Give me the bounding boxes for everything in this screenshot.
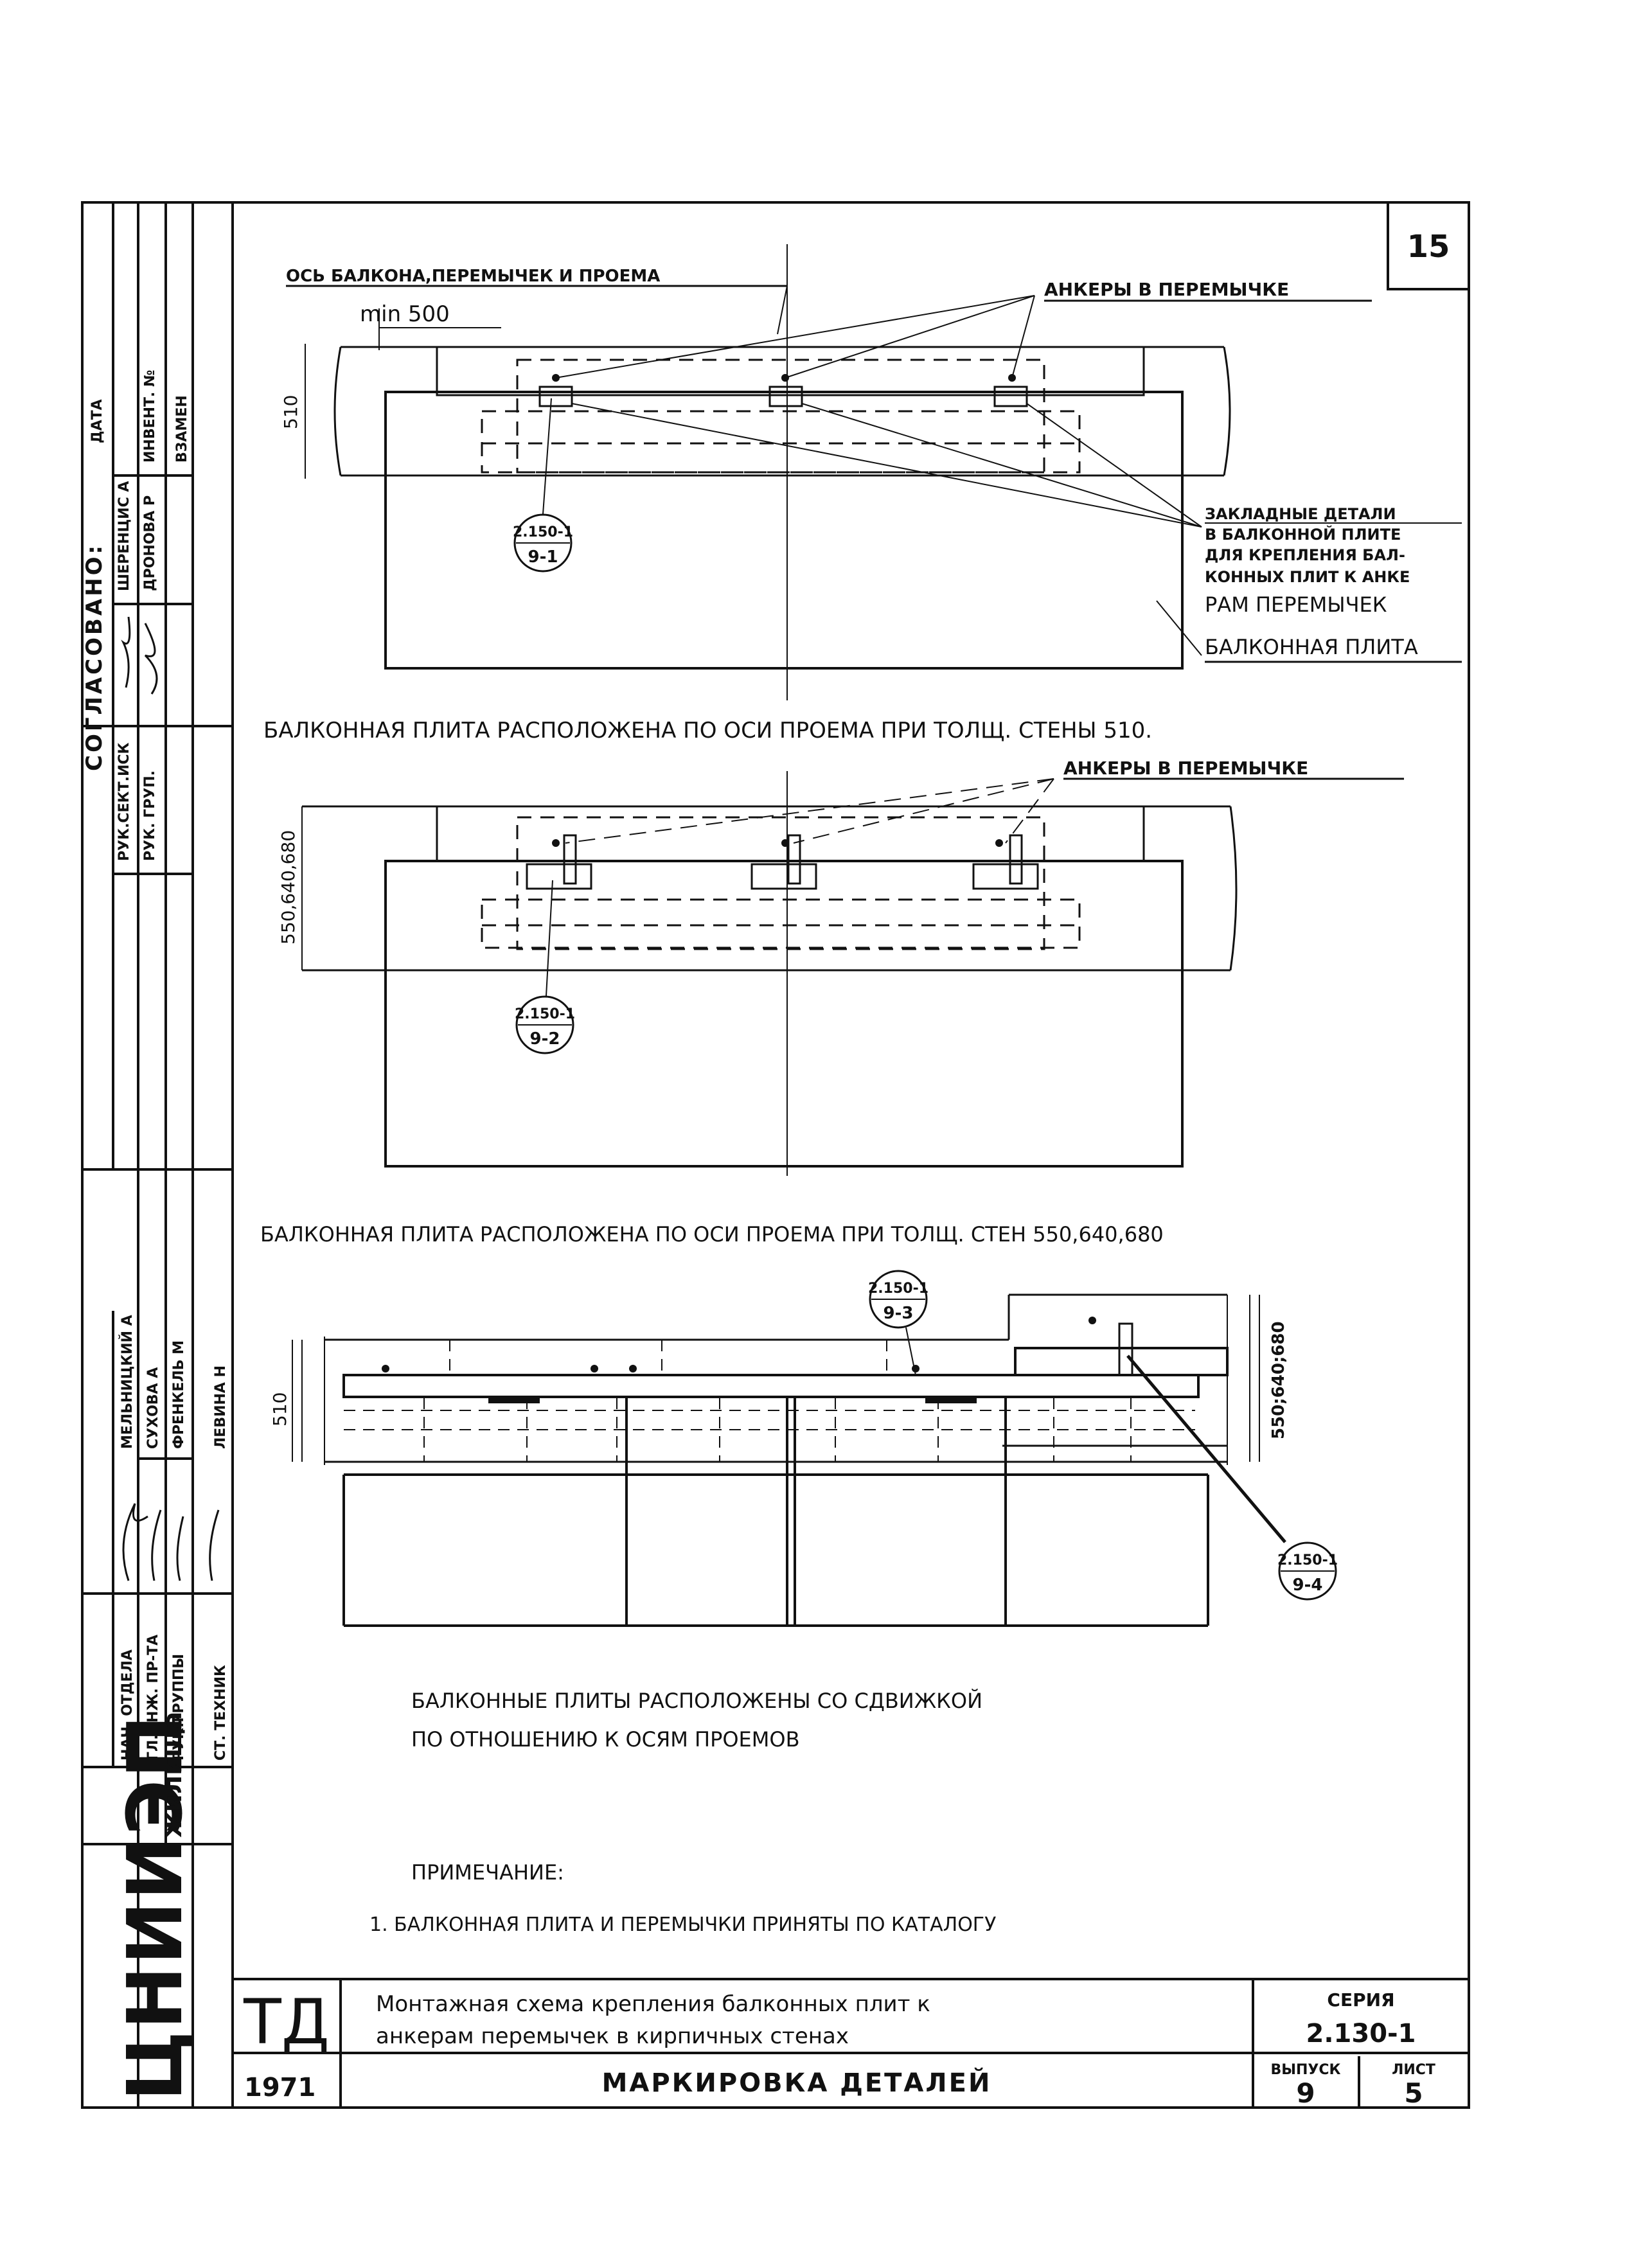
d1-caption: БАЛКОННАЯ ПЛИТА РАСПОЛОЖЕНА ПО ОСИ ПРОЕМ… bbox=[263, 718, 1152, 743]
sheet-frame bbox=[81, 201, 1470, 2109]
d1-embedded-1: ЗАКЛАДНЫЕ ДЕТАЛИ bbox=[1205, 505, 1396, 523]
signature-mark bbox=[121, 616, 158, 695]
d1-axis-label: ОСЬ БАЛКОНА,ПЕРЕМЫЧЕК И ПРОЕМА bbox=[286, 267, 660, 286]
subtitle: МАРКИРОВКА ДЕТАЛЕЙ bbox=[602, 2067, 992, 2098]
title-line-2: анкерам перемычек в кирпичных стенах bbox=[376, 2023, 849, 2049]
d2-mark-top: 2.150-1 bbox=[515, 1006, 575, 1022]
series-label: СЕРИЯ bbox=[1327, 1989, 1394, 2011]
approval-name-2: ДРОНОВА Р bbox=[142, 495, 158, 591]
d3-mark4-top: 2.150-1 bbox=[1277, 1552, 1338, 1568]
staff-block: НАЧ. ОТДЕЛА МЕЛЬНИЦКИЙ А ГЛ.ИНЖ. ПР-ТА С… bbox=[119, 1315, 229, 1761]
notes: ПРИМЕЧАНИЕ: 1. БАЛКОННАЯ ПЛИТА И ПЕРЕМЫЧ… bbox=[369, 1860, 996, 1936]
d1-mark-bottom: 9-1 bbox=[528, 547, 558, 567]
staff-role-1: НАЧ. ОТДЕЛА bbox=[120, 1649, 136, 1761]
d1-embedded-4: КОННЫХ ПЛИТ К АНКЕ bbox=[1205, 568, 1410, 586]
staff-name-3: ФРЕНКЕЛЬ М bbox=[171, 1340, 187, 1449]
d1-mark-top: 2.150-1 bbox=[513, 524, 573, 540]
staff-role-4: СТ. ТЕХНИК bbox=[213, 1665, 229, 1761]
d1-anchors-label: АНКЕРЫ В ПЕРЕМЫЧКЕ bbox=[1044, 279, 1289, 300]
org-main: ЦНИИЭП bbox=[111, 1714, 199, 2101]
diagram-1: ОСЬ БАЛКОНА,ПЕРЕМЫЧЕК И ПРОЕМА min 500 А… bbox=[263, 244, 1462, 743]
d1-embedded-5: РАМ ПЕРЕМЫЧЕК bbox=[1205, 592, 1387, 617]
sheet-value: 5 bbox=[1404, 2077, 1423, 2109]
d1-dim-left: 510 bbox=[280, 395, 301, 429]
staff-role-2: ГЛ.ИНЖ. ПР-ТА bbox=[145, 1635, 161, 1761]
notes-item-1: 1. БАЛКОННАЯ ПЛИТА И ПЕРЕМЫЧКИ ПРИНЯТЫ П… bbox=[369, 1914, 996, 1936]
notes-header: ПРИМЕЧАНИЕ: bbox=[411, 1860, 564, 1885]
d1-embedded-2: В БАЛКОННОЙ ПЛИТЕ bbox=[1205, 525, 1401, 544]
d3-mark3-bottom: 9-3 bbox=[884, 1304, 914, 1323]
staff-signatures bbox=[122, 1503, 220, 1581]
title-block: ТД 1971 Монтажная схема крепления балкон… bbox=[233, 1978, 1469, 2109]
diagram-2: АНКЕРЫ В ПЕРЕМЫЧКЕ 550,640,680 2 bbox=[260, 758, 1404, 1247]
sheet-year: 1971 bbox=[244, 2073, 315, 2102]
approval-role-2: РУК. ГРУП. bbox=[142, 770, 158, 861]
staff-name-2: СУХОВА А bbox=[145, 1367, 161, 1449]
d2-anchors-label: АНКЕРЫ В ПЕРЕМЫЧКЕ bbox=[1063, 758, 1308, 779]
staff-role-3: РУК.ГРУППЫ bbox=[171, 1654, 187, 1761]
d3-dim-left: 510 bbox=[269, 1392, 290, 1426]
d3-mark4-bottom: 9-4 bbox=[1293, 1576, 1323, 1595]
approval-name-1: ШЕРЕНЦИС А bbox=[116, 481, 132, 591]
d3-caption-2: ПО ОТНОШЕНИЮ К ОСЯМ ПРОЕМОВ bbox=[411, 1727, 800, 1752]
d1-embedded-3: ДЛЯ КРЕПЛЕНИЯ БАЛ- bbox=[1205, 546, 1405, 564]
series-value: 2.130-1 bbox=[1306, 2019, 1416, 2048]
org-sub: жилища bbox=[158, 1712, 188, 1838]
d2-caption: БАЛКОННАЯ ПЛИТА РАСПОЛОЖЕНА ПО ОСИ ПРОЕМ… bbox=[260, 1222, 1164, 1247]
approval-exchange-label: ВЗАМЕН bbox=[174, 395, 190, 463]
approval-block: СОГЛАСОВАНО: ДАТА РУК.СЕКТ.ИСК ШЕРЕНЦИС … bbox=[82, 369, 190, 861]
d3-dim-right: 550;640;680 bbox=[1269, 1321, 1288, 1439]
approval-date-label: ДАТА bbox=[89, 399, 105, 443]
d1-min-dim: min 500 bbox=[360, 301, 450, 327]
approval-role-1: РУК.СЕКТ.ИСК bbox=[116, 742, 132, 861]
sheet-number: 15 bbox=[1407, 229, 1450, 265]
staff-name-4: ЛЕВИНА Н bbox=[213, 1365, 229, 1449]
d3-mark3-top: 2.150-1 bbox=[868, 1281, 928, 1297]
org-block: ЦНИИЭП жилища bbox=[111, 1712, 199, 2101]
staff-name-1: МЕЛЬНИЦКИЙ А bbox=[119, 1315, 136, 1449]
td-label: ТД bbox=[243, 1986, 330, 2058]
d2-dim-left: 550,640,680 bbox=[278, 830, 299, 945]
approval-header: СОГЛАСОВАНО: bbox=[82, 543, 107, 771]
title-line-1: Монтажная схема крепления балконных плит… bbox=[376, 1991, 930, 2017]
diagram-3: 2.150-1 9-3 bbox=[269, 1270, 1338, 1752]
d1-slab-label: БАЛКОННАЯ ПЛИТА bbox=[1205, 635, 1418, 659]
sheet-label: ЛИСТ bbox=[1392, 2062, 1435, 2078]
sheet-number-box: 15 bbox=[1387, 202, 1469, 290]
d3-caption-1: БАЛКОННЫЕ ПЛИТЫ РАСПОЛОЖЕНЫ СО СДВИЖКОЙ bbox=[411, 1689, 982, 1713]
d2-mark-bottom: 9-2 bbox=[530, 1029, 560, 1049]
approval-inv-label: ИНВЕНТ. № bbox=[142, 369, 158, 463]
issue-label: ВЫПУСК bbox=[1270, 2062, 1340, 2078]
issue-value: 9 bbox=[1296, 2077, 1315, 2109]
